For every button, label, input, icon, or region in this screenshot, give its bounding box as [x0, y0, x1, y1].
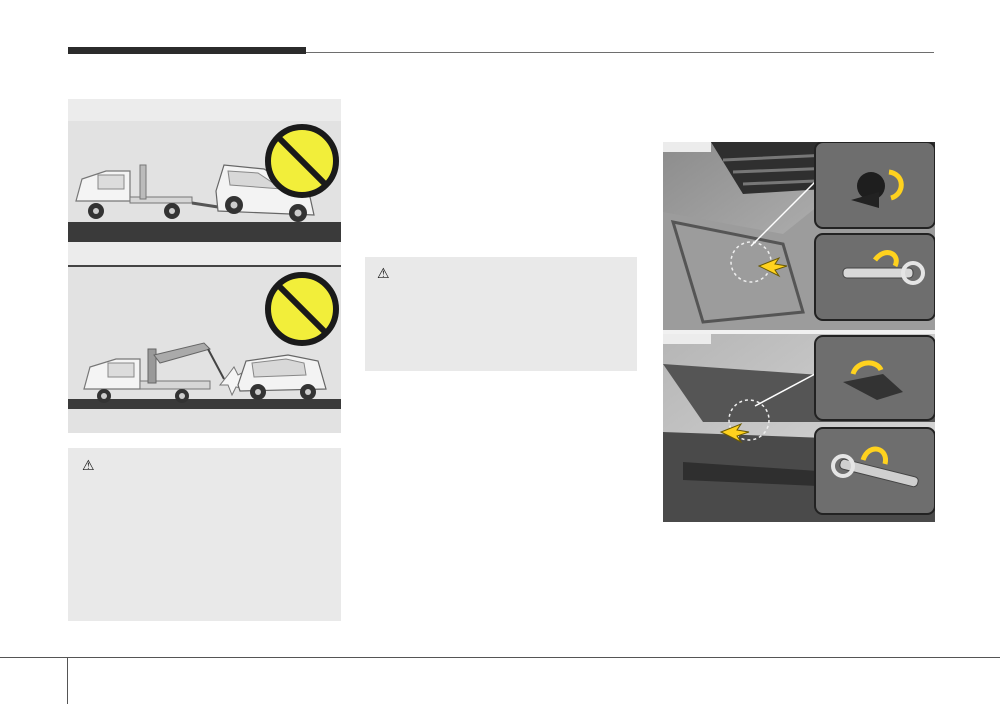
- crane-tow-truck: [83, 342, 225, 403]
- ground-strip: [68, 399, 341, 409]
- tow-hook-installation-illustration: [663, 142, 935, 522]
- header-rule-thick: [68, 47, 306, 54]
- warning-icon: ⚠: [377, 265, 390, 281]
- towing-prohibited-illustrations: [68, 99, 341, 433]
- warning-box-left: ⚠: [68, 448, 341, 621]
- warning-icon: ⚠: [82, 457, 95, 473]
- section-divider: [68, 265, 341, 267]
- tow-hook-steps: [663, 142, 935, 522]
- footer-vertical-rule: [67, 657, 68, 704]
- prohibition-icon: [265, 272, 339, 346]
- yellow-arrow-icon: [757, 256, 788, 278]
- towing-prohibited-illustration-panel: [68, 99, 341, 433]
- ground-strip: [68, 222, 341, 242]
- warning-box-middle: ⚠: [365, 257, 637, 371]
- prohibition-icon: [265, 124, 339, 198]
- yellow-arrow-icon: [719, 422, 750, 444]
- towed-suv: [237, 354, 327, 400]
- towed-suv: [215, 164, 315, 222]
- footer-rule: [0, 657, 1000, 658]
- header-rule-thin: [306, 52, 934, 53]
- tow-truck: [75, 164, 219, 219]
